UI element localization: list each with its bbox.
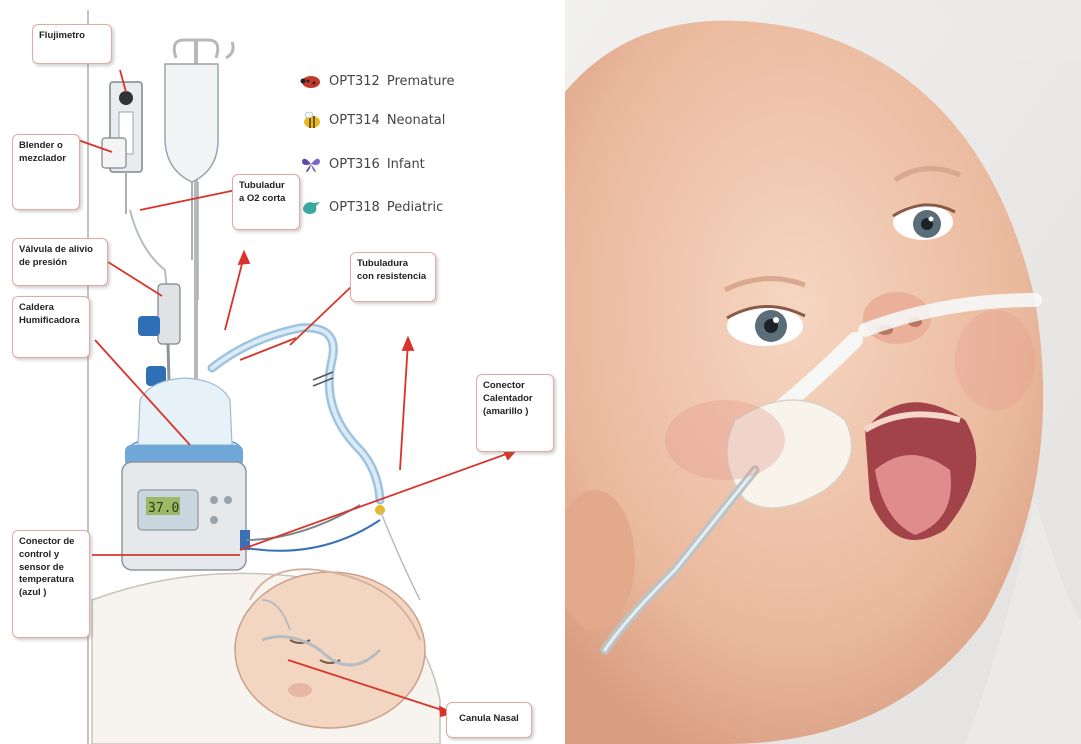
flowmeter-label: Flujimetro	[32, 24, 112, 64]
legend-item-premature: OPT312 Premature	[300, 72, 455, 90]
bird-icon	[300, 198, 322, 216]
humidifier-label: Caldera Humificadora	[12, 296, 90, 358]
baby-illustration	[92, 569, 440, 744]
resistance-tubing-label: Tubuladura con resistencia	[350, 252, 436, 302]
legend-code: OPT314	[329, 113, 380, 128]
pressure-valve-label: Válvula de alivio de presión	[12, 238, 108, 286]
legend-item-infant: OPT316 Infant	[300, 155, 425, 173]
equipment-diagram: 37.0	[0, 0, 560, 744]
butterfly-icon	[300, 155, 322, 173]
legend-code: OPT316	[329, 157, 380, 172]
flowmeter	[102, 82, 142, 214]
legend-name: Neonatal	[387, 113, 446, 128]
heater-connector-label: Conector Calentador (amarillo )	[476, 374, 554, 452]
legend-item-pediatric: OPT318 Pediatric	[300, 198, 443, 216]
legend-item-neonatal: OPT314 Neonatal	[300, 111, 445, 129]
svg-text:37.0: 37.0	[148, 501, 179, 516]
control-sensor-label: Conector de control y sensor de temperat…	[12, 530, 90, 638]
legend-name: Infant	[387, 157, 425, 172]
infant-photo	[565, 0, 1081, 744]
bee-icon	[300, 111, 322, 129]
humidifier-heater: 37.0	[122, 378, 250, 570]
legend-code: OPT318	[329, 200, 380, 215]
water-bag	[165, 64, 218, 300]
ladybug-icon	[300, 72, 322, 90]
infant-with-nasal-cannula-photo	[565, 0, 1081, 744]
blender-label: Blender o mezclador	[12, 134, 80, 210]
o2-tubing-label: Tubuladur a O2 corta	[232, 174, 300, 230]
legend-name: Pediatric	[387, 200, 443, 215]
legend-name: Premature	[387, 74, 455, 89]
legend-code: OPT312	[329, 74, 380, 89]
nasal-cannula-label: Canula Nasal	[446, 702, 532, 738]
